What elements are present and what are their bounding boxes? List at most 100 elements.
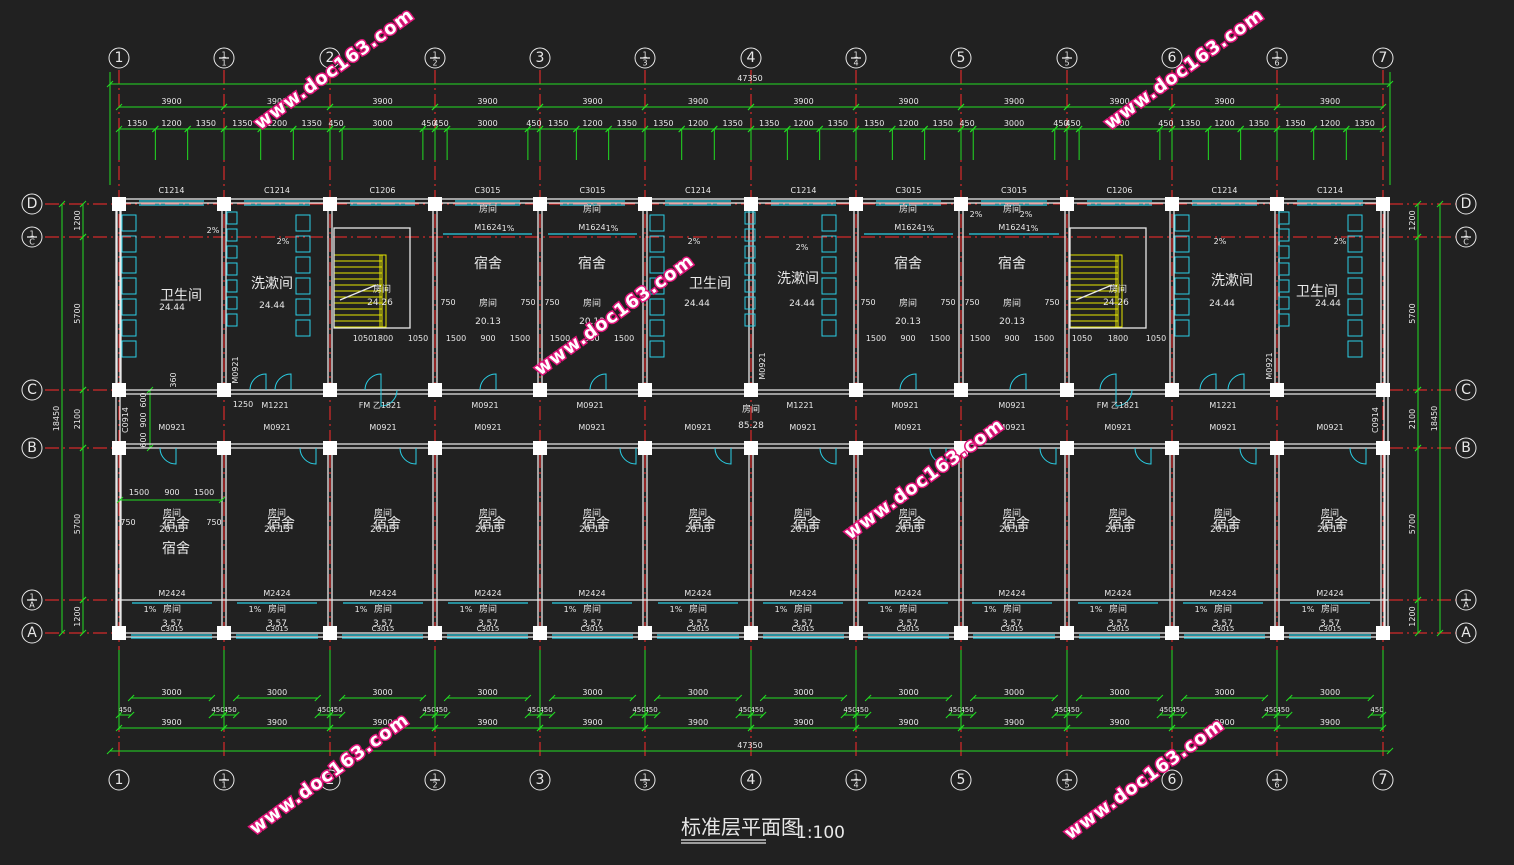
window-label: C1214 [159, 186, 185, 195]
dim-detail-top-text: 1350 [127, 119, 147, 128]
toilet-fixture [649, 340, 665, 358]
door-swing [479, 373, 497, 391]
axis-bubble-top-label: 1 [221, 59, 226, 68]
dim-detail-top-tick [1379, 125, 1387, 133]
column [1376, 197, 1390, 211]
room-dorm: 宿舍 [373, 515, 401, 532]
column [638, 441, 652, 455]
area-wash: 24.44 [1209, 299, 1235, 309]
area-dorm: 20.13 [264, 525, 290, 535]
window-label: C1214 [791, 186, 817, 195]
dim-bay-bottom-tick [1051, 694, 1059, 702]
area-balcony: 3.57 [582, 619, 602, 629]
dim-bay-top-tick [641, 103, 649, 111]
door-swing [714, 447, 732, 465]
dim-bay-bottom-text: 3000 [793, 688, 813, 697]
dim-side-bottom-tick [840, 711, 848, 719]
dim-overall-bottom-tick [1386, 747, 1394, 755]
door-swing [1134, 447, 1152, 465]
dim-side-bottom-tick [1156, 711, 1164, 719]
column [744, 441, 758, 455]
dim-bay-bottom-tick [338, 694, 346, 702]
dim-1500: 1500 [510, 334, 530, 343]
slope: 1% [880, 605, 893, 614]
axis-bubble-top-label: 4 [747, 50, 756, 66]
axis-bubble-left-label: 1 [29, 230, 34, 239]
dim-bay-bottom2-text: 3900 [582, 718, 602, 727]
slope: 2% [1020, 210, 1033, 219]
dim-bay-bottom2-text: 3900 [898, 718, 918, 727]
room-label: 房间 [479, 507, 497, 519]
dim-bay-bottom2-text: 3900 [372, 718, 392, 727]
axis-bubble-bottom-circle [108, 769, 130, 791]
stair-rail [379, 254, 387, 328]
dim-bay-bottom-tick [1367, 694, 1375, 702]
dim-bay-top-tick [431, 103, 439, 111]
dim-900: 900 [1004, 334, 1019, 343]
door-label: M0921 [891, 401, 918, 410]
dim-overall-top-text: 47350 [737, 74, 762, 83]
dim-bay-bottom2-text: 3900 [1004, 718, 1024, 727]
room-wash: 洗漱间 [251, 276, 293, 292]
dim-detail-top-text: 1350 [196, 119, 216, 128]
area-balcony: 3.57 [793, 619, 813, 629]
dim-bay-bottom-tick [548, 694, 556, 702]
column [1376, 441, 1390, 455]
door-label: M1221 [1209, 401, 1236, 410]
dim-detail-top-text: 1350 [548, 119, 568, 128]
dim-stair-1050: 1050 [408, 334, 428, 343]
area-balcony: 3.57 [1108, 619, 1128, 629]
dim-detail-top-text: 3000 [1109, 119, 1129, 128]
dim-right-text: 2100 [1408, 409, 1417, 429]
toilet-fixture [295, 319, 311, 337]
dim-side-bottom-tick [548, 711, 556, 719]
dim-side-bottom-tick [338, 711, 346, 719]
dim-side-bottom-tick [524, 711, 532, 719]
window-label: C0914 [121, 407, 130, 433]
sink [226, 313, 238, 327]
dim-overall-top-tick [1386, 80, 1394, 88]
room-dorm: 宿舍 [267, 515, 295, 532]
dim-side-bottom-text: 450 [1276, 706, 1289, 714]
window-label: C3015 [687, 625, 710, 633]
slope: 1% [922, 224, 935, 233]
axis-bubble-top-label: 1 [221, 51, 226, 60]
area-dorm: 20.13 [999, 317, 1025, 327]
axis-bubble-top-label: 1 [115, 50, 124, 66]
dim-bay-top-tick [1063, 103, 1071, 111]
dim-750: 750 [544, 298, 559, 307]
room-balcony: 房间 [583, 603, 601, 615]
door-label: FM 乙1821 [359, 401, 401, 410]
window-label: C3015 [580, 186, 606, 195]
axis-bubble-bottom-circle [740, 769, 762, 791]
toilet-fixture [121, 256, 137, 274]
dim-side-bottom-text: 450 [1264, 706, 1277, 714]
door-label: M1624 [578, 223, 605, 232]
column [744, 197, 758, 211]
dim-bay-bottom-tick [524, 694, 532, 702]
slope: 2% [688, 237, 701, 246]
room-toilet: 卫生间 [160, 288, 202, 304]
axis-bubble-right-label: C [1463, 238, 1469, 247]
dim-bay-top-text: 3900 [793, 97, 813, 106]
axis-bubble-bottom-label: 1 [221, 781, 226, 790]
area-dorm: 20.13 [999, 525, 1025, 535]
room-balcony: 房间 [1003, 203, 1021, 215]
room-wash: 洗漱间 [777, 271, 819, 287]
axis-bubble-right-circle [1455, 622, 1477, 644]
dim-750: 750 [120, 518, 135, 527]
door-label: M2424 [1209, 589, 1236, 598]
area-dorm: 20.13 [579, 317, 605, 327]
room-dorm: 宿舍 [688, 515, 716, 532]
door-label: M0921 [789, 423, 816, 432]
room-balcony: 房间 [689, 603, 707, 615]
toilet-fixture [821, 277, 837, 295]
dim-side-bottom-tick [945, 711, 953, 719]
window-label: C1206 [370, 186, 396, 195]
window-label: C3015 [792, 625, 815, 633]
room-wash: 洗漱间 [1211, 273, 1253, 289]
dim-bay-top-tick [220, 103, 228, 111]
door-swing [299, 447, 317, 465]
room-balcony: 房间 [794, 603, 812, 615]
fire-door [380, 389, 398, 407]
